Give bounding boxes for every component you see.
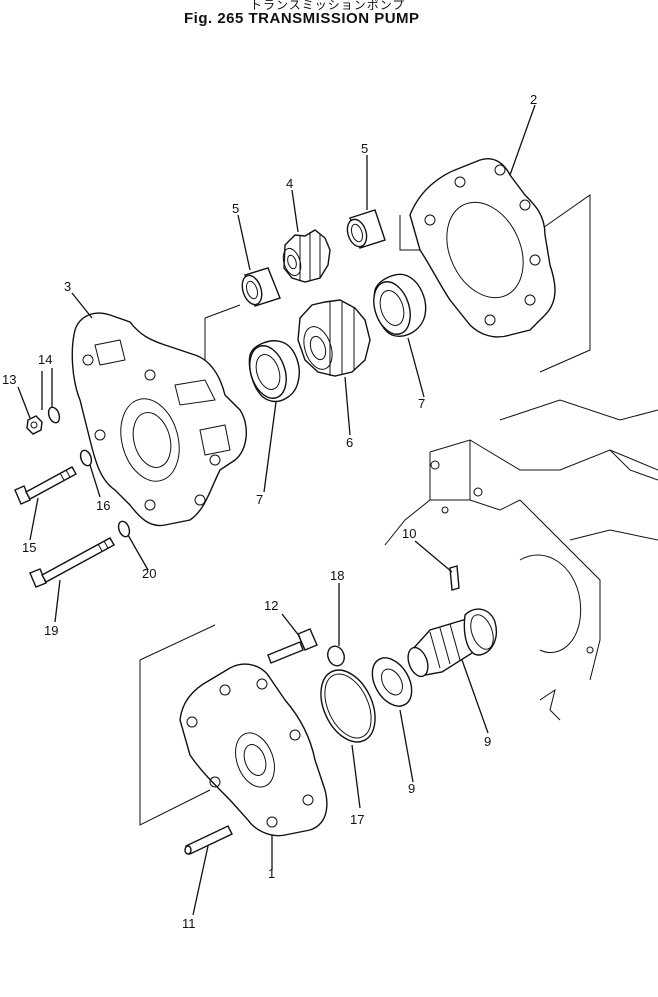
part-3-pump-body xyxy=(71,312,247,527)
callout-11: 11 xyxy=(182,916,196,931)
callout-14: 14 xyxy=(38,352,52,367)
callout-5-upper: 5 xyxy=(361,141,368,156)
callout-8: 9 xyxy=(484,734,491,749)
callout-7-lower: 7 xyxy=(256,492,263,507)
callout-18: 18 xyxy=(330,568,344,583)
callout-20: 20 xyxy=(142,566,156,581)
callout-2: 2 xyxy=(530,92,537,107)
part-2-cover-plate xyxy=(409,158,556,338)
assembly-guide-lines xyxy=(139,194,591,826)
callout-4: 4 xyxy=(286,176,293,191)
part-6-driven-gear xyxy=(297,299,371,377)
part-11-dowel-pin xyxy=(184,825,233,855)
part-12-bolt xyxy=(267,628,318,664)
part-4-drive-gear xyxy=(282,229,331,283)
part-7-bearing-lower xyxy=(248,340,300,402)
figure-title: Fig. 265 TRANSMISSION PUMP xyxy=(184,10,420,27)
callout-17: 17 xyxy=(350,812,364,827)
part-1-pump-cover xyxy=(179,663,328,837)
part-20-lock-washer xyxy=(117,520,131,538)
part-18-o-ring-small xyxy=(327,645,345,667)
callout-15: 15 xyxy=(22,540,36,555)
callout-19: 19 xyxy=(44,623,58,638)
part-5-needle-bearing-middle xyxy=(241,267,281,307)
callout-3: 3 xyxy=(64,279,71,294)
part-14-lock-washer xyxy=(47,406,61,424)
callout-1: 1 xyxy=(268,866,275,881)
callout-7-upper: 7 xyxy=(418,396,425,411)
callout-16: 16 xyxy=(96,498,110,513)
part-5-needle-bearing-upper xyxy=(346,209,386,249)
part-10-pin xyxy=(449,565,460,591)
part-17-o-ring-large xyxy=(320,669,376,743)
part-7-bearing-upper xyxy=(373,273,427,337)
part-16-lock-washer xyxy=(79,449,93,467)
part-9-thrust-washer xyxy=(371,657,413,707)
callout-10: 10 xyxy=(402,526,416,541)
callout-5-middle: 5 xyxy=(232,201,239,216)
callout-leader-lines xyxy=(17,104,536,916)
figure-subtitle-jp: トランスミッションポンプ xyxy=(250,0,406,12)
callout-12: 12 xyxy=(264,598,278,613)
callout-labels: 2 5 4 5 3 14 13 16 15 20 19 6 7 7 10 9 9… xyxy=(2,92,537,931)
callout-13: 13 xyxy=(2,372,16,387)
part-19-bolt xyxy=(29,537,115,588)
callout-9: 9 xyxy=(408,781,415,796)
part-13-nut xyxy=(26,415,43,435)
part-15-bolt xyxy=(14,466,77,505)
transmission-case-outline xyxy=(384,399,658,721)
part-8-splined-shaft xyxy=(407,608,497,678)
callout-6: 6 xyxy=(346,435,353,450)
